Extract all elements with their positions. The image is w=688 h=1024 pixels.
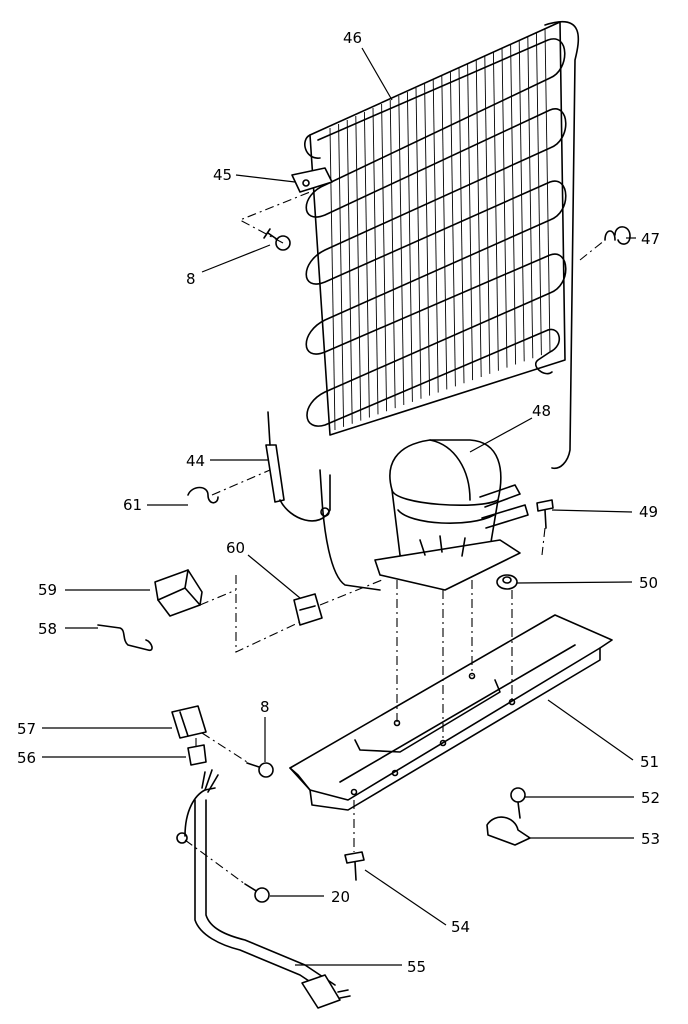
label-46: 46 xyxy=(343,29,362,47)
clamp-bracket xyxy=(486,816,531,846)
label-51: 51 xyxy=(640,753,659,771)
wire-clip xyxy=(187,486,219,504)
label-57: 57 xyxy=(17,720,36,738)
compressor xyxy=(374,439,529,591)
condenser-fin xyxy=(398,95,405,406)
condenser-fin xyxy=(363,111,370,418)
label-20: 20 xyxy=(331,888,350,906)
label-49: 49 xyxy=(639,503,658,521)
screw-52 xyxy=(510,787,526,819)
label-56: 56 xyxy=(17,749,36,767)
screw-mid xyxy=(246,762,274,778)
condenser-fin xyxy=(518,39,525,362)
label-55: 55 xyxy=(407,958,426,976)
label-47: 47 xyxy=(641,230,660,248)
screw-54 xyxy=(344,851,365,881)
condenser-fin xyxy=(432,79,439,393)
screw-20 xyxy=(244,883,270,903)
condenser-fin xyxy=(527,35,534,359)
label-48: 48 xyxy=(532,402,551,420)
label-60: 60 xyxy=(226,539,245,557)
mounting-bracket xyxy=(291,167,333,193)
assembly-center-lines xyxy=(184,191,606,885)
label-53: 53 xyxy=(641,830,660,848)
tube-clip xyxy=(604,226,631,245)
base-plate xyxy=(289,614,613,811)
condenser-fin xyxy=(467,63,474,381)
condenser-fin xyxy=(475,59,482,377)
condenser-fin xyxy=(355,115,362,421)
condenser-fin xyxy=(415,87,422,399)
relay xyxy=(293,593,323,626)
condenser-fin xyxy=(406,91,413,402)
label-59: 59 xyxy=(38,581,57,599)
label-45: 45 xyxy=(213,166,232,184)
label-54: 54 xyxy=(451,918,470,936)
condenser-fin xyxy=(389,99,396,409)
label-50: 50 xyxy=(639,574,658,592)
grommet xyxy=(496,574,518,590)
leader-lines xyxy=(42,47,636,966)
label-58: 58 xyxy=(38,620,57,638)
condenser-fin xyxy=(535,31,542,356)
power-cord xyxy=(176,769,351,1009)
condenser-fin xyxy=(458,67,465,384)
filter-drier xyxy=(265,411,381,591)
condenser-fin xyxy=(492,51,499,371)
condenser-fin xyxy=(441,75,448,390)
label-44: 44 xyxy=(186,452,205,470)
condenser-fin xyxy=(372,107,379,415)
condenser-fin xyxy=(449,71,456,387)
condenser-fin xyxy=(346,119,353,424)
condenser-fin xyxy=(510,43,517,365)
spring-clip xyxy=(97,624,153,652)
label-8-top: 8 xyxy=(186,270,196,288)
terminal-block xyxy=(171,705,207,766)
condenser-fin xyxy=(381,103,388,412)
label-61: 61 xyxy=(123,496,142,514)
part-labels: 46 45 8 47 48 44 61 49 60 59 50 58 57 8 … xyxy=(17,29,660,976)
condenser-fin xyxy=(424,83,431,396)
screw-49 xyxy=(536,499,554,529)
condenser-fin xyxy=(544,27,551,353)
condenser-fin xyxy=(484,55,491,374)
overload-cover xyxy=(154,569,203,617)
condenser-coil xyxy=(304,20,580,470)
condenser-fin xyxy=(501,47,508,368)
condenser-fin xyxy=(338,123,345,427)
label-52: 52 xyxy=(641,789,660,807)
label-8-mid: 8 xyxy=(260,698,270,716)
